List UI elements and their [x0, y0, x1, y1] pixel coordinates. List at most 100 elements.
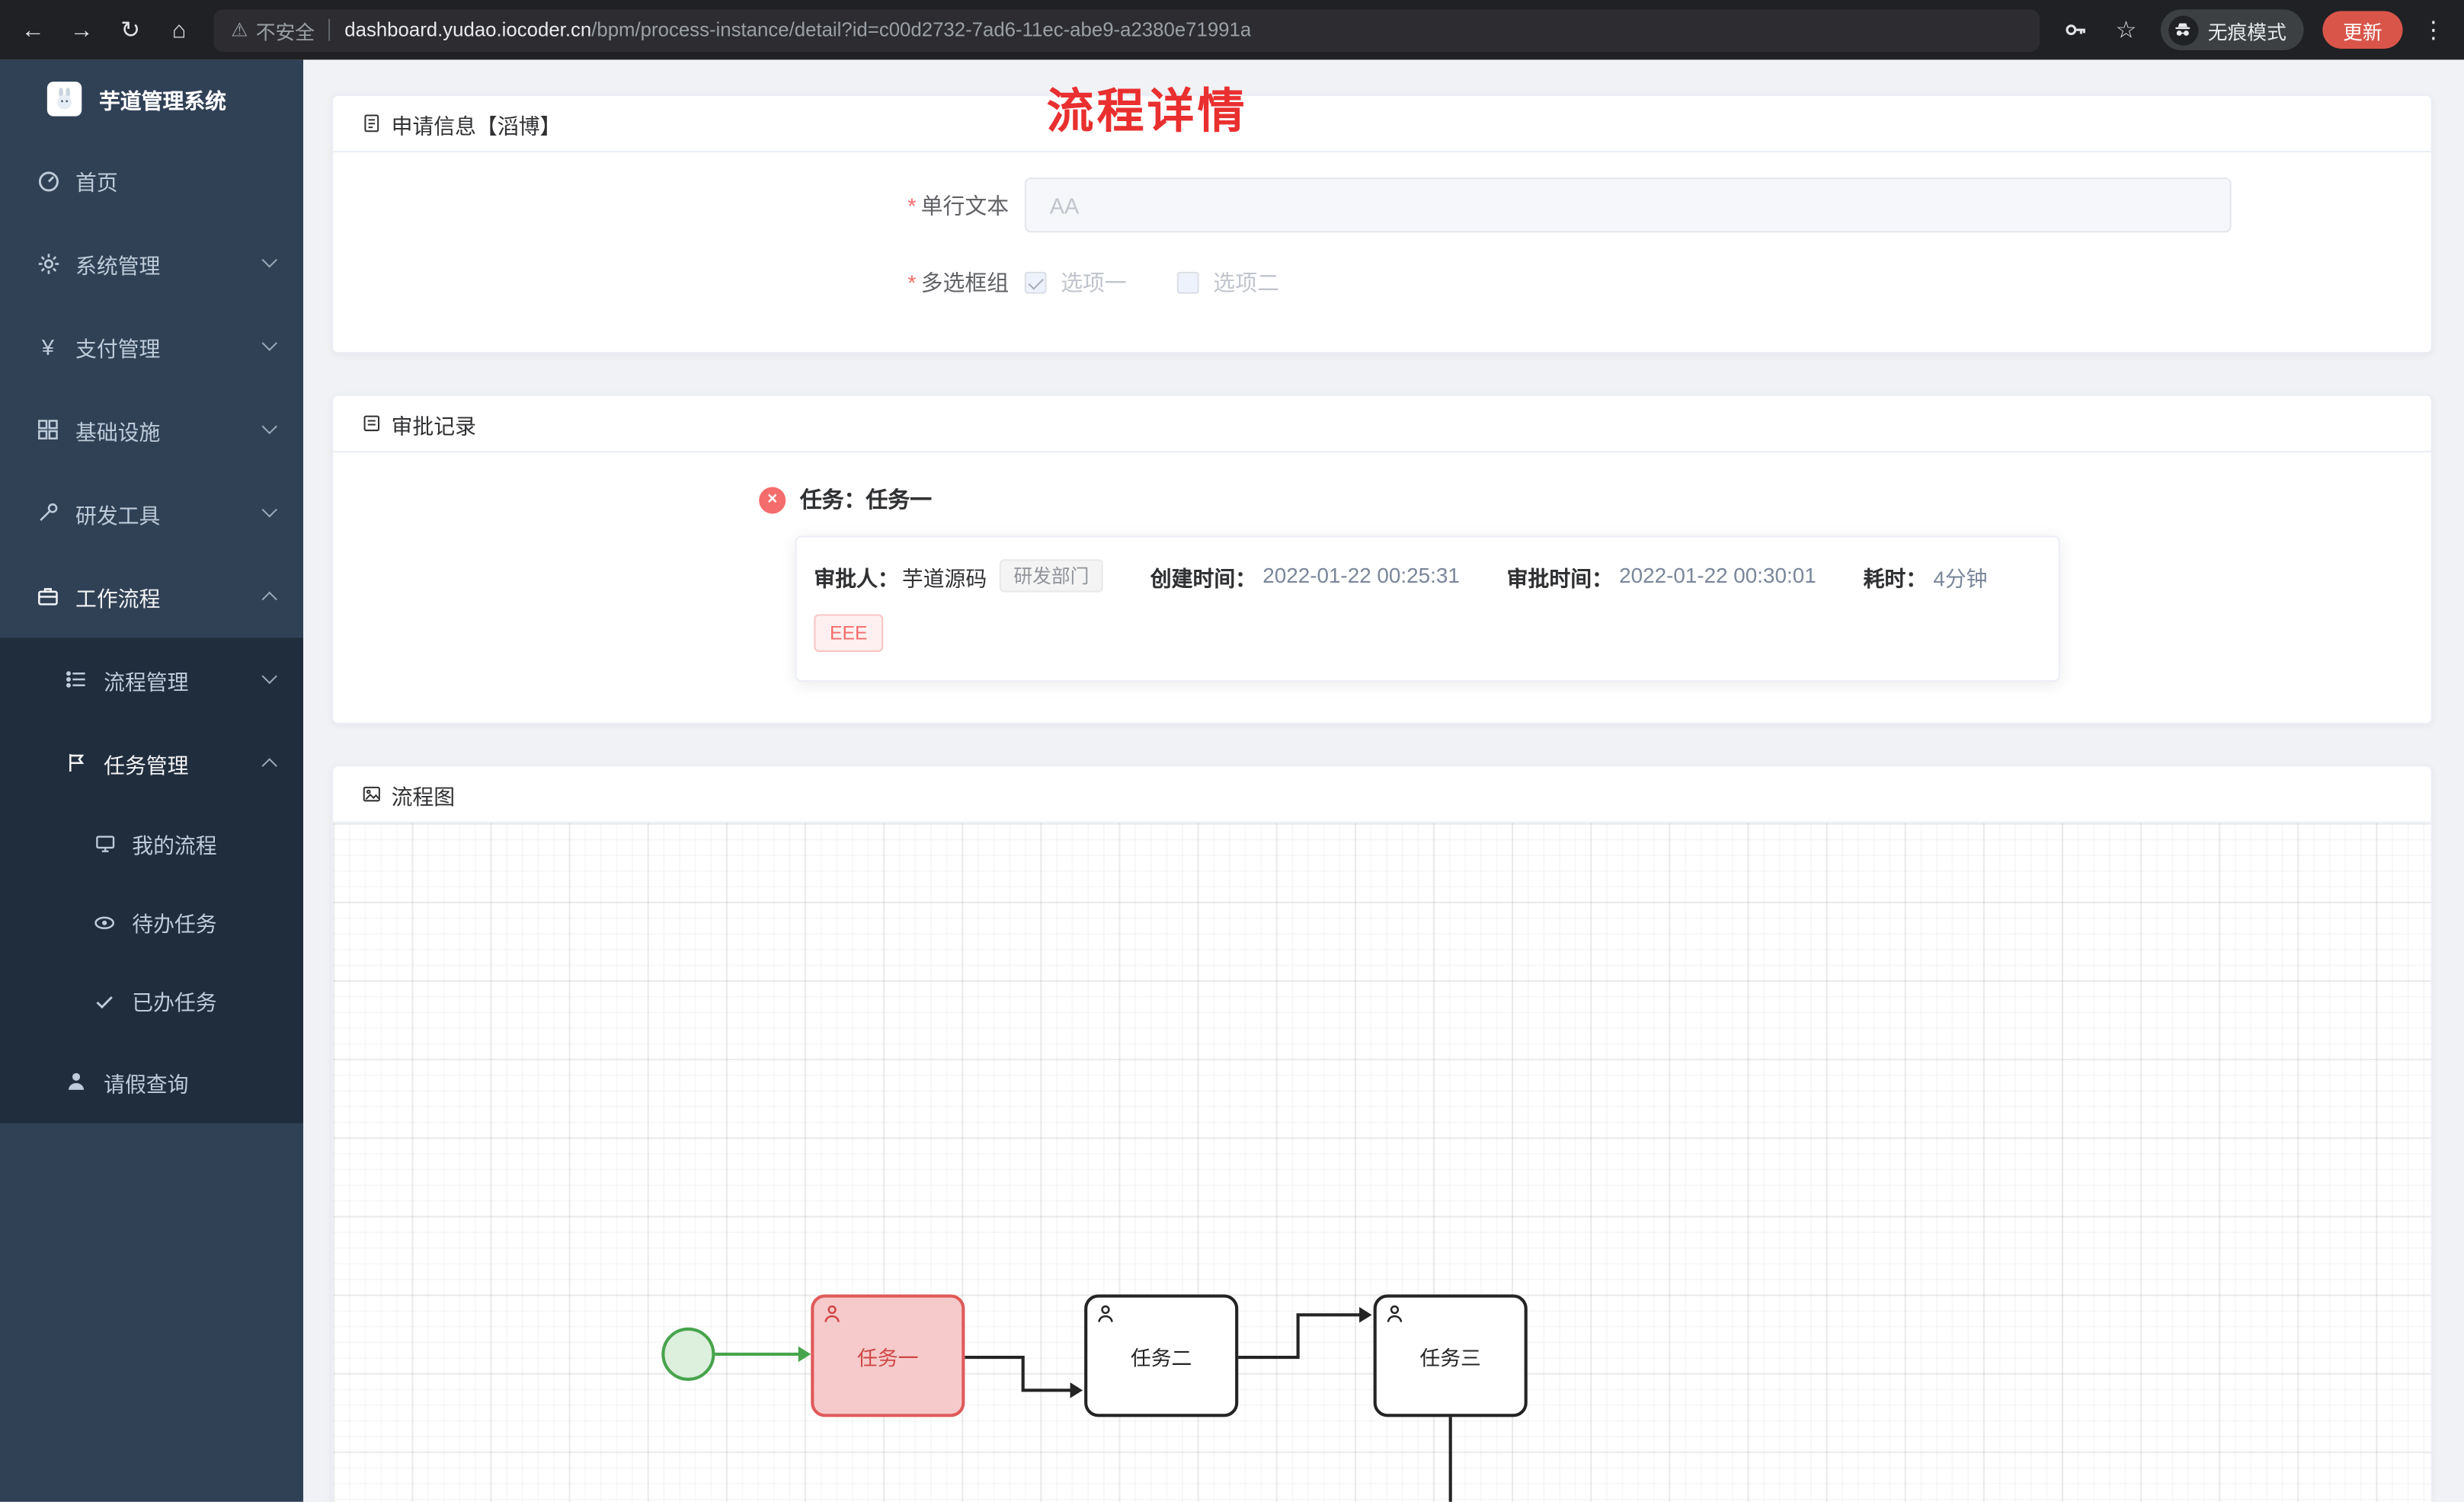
briefcase-icon [34, 584, 61, 608]
task-node-1[interactable]: 任务一 [811, 1294, 965, 1417]
toolbar-right-cluster: ☆ 无痕模式 更新 ⋮ [2060, 9, 2445, 50]
sidebar-item-task-management[interactable]: 任务管理 [0, 721, 303, 804]
url-path: /bpm/process-instance/detail?id=c00d2732… [591, 18, 1252, 41]
record-icon [361, 413, 382, 433]
sidebar-item-devtools[interactable]: 研发工具 [0, 471, 303, 554]
sidebar-item-infrastructure[interactable]: 基础设施 [0, 388, 303, 471]
created-time-item: 创建时间： 2022-01-22 00:25:31 [1150, 560, 1460, 591]
approved-time-item: 审批时间： 2022-01-22 00:30:01 [1507, 560, 1816, 591]
chevron-down-icon [261, 668, 277, 685]
checkbox-group: 选项一 选项二 [1024, 267, 1330, 299]
sidebar-item-label: 支付管理 [75, 337, 161, 361]
incognito-badge[interactable]: 无痕模式 [2160, 9, 2304, 50]
tools-icon [34, 501, 61, 525]
approval-records-card: 审批记录 × 任务：任务一 审批人： 芋道源码 研发部门 [331, 394, 2433, 724]
duration-item: 耗时： 4分钟 [1864, 560, 1988, 591]
sidebar-item-system[interactable]: 系统管理 [0, 222, 303, 305]
app-title: 芋道管理系统 [98, 89, 226, 113]
comment-tag: EEE [814, 614, 884, 652]
user-task-icon [1096, 1304, 1116, 1325]
approved-label: 审批时间： [1506, 566, 1613, 590]
task-node-3[interactable]: 任务三 [1373, 1294, 1528, 1417]
card-title: 流程图 [391, 785, 456, 809]
approver-name: 芋道源码 [901, 566, 987, 590]
process-diagram-card: 流程图 任务一 [331, 765, 2433, 1502]
sidebar-item-label: 系统管理 [75, 254, 161, 278]
created-time: 2022-01-22 00:25:31 [1262, 564, 1460, 588]
incognito-icon [2168, 14, 2199, 45]
security-label[interactable]: 不安全 [255, 21, 315, 43]
forward-button[interactable]: → [69, 16, 94, 43]
sequence-flows [715, 1307, 1452, 1502]
browser-menu-icon[interactable]: ⋮ [2421, 17, 2446, 44]
apply-info-card: 申请信息【滔博】 *单行文本 *多选框组 选项一 [331, 94, 2433, 354]
dashboard-icon [34, 168, 61, 193]
approver-item: 审批人： 芋道源码 研发部门 [814, 559, 1103, 593]
checkbox-option-1[interactable]: 选项一 [1024, 267, 1127, 299]
checkbox-option-2[interactable]: 选项二 [1176, 267, 1279, 299]
grid-icon [34, 418, 61, 442]
task-heading: 任务：任务一 [799, 487, 933, 513]
security-warning-icon: ⚠ [231, 18, 248, 41]
back-button[interactable]: ← [21, 16, 45, 43]
task-label: 任务二 [1130, 1345, 1192, 1369]
task-node-2[interactable]: 任务二 [1084, 1294, 1239, 1417]
sidebar-item-todo-tasks[interactable]: 待办任务 [0, 883, 303, 961]
sidebar-item-label: 已办任务 [132, 991, 217, 1015]
document-icon [361, 113, 382, 134]
task-label: 任务三 [1419, 1345, 1481, 1369]
address-bar[interactable]: ⚠ 不安全 dashboard.yudao.iocoder.cn /bpm/pr… [213, 8, 2040, 52]
sidebar-item-label: 待办任务 [132, 912, 217, 937]
sidebar-item-payment[interactable]: ¥ 支付管理 [0, 305, 303, 388]
checkbox-label: 选项一 [1061, 270, 1127, 296]
sidebar-item-label: 我的流程 [132, 834, 217, 858]
approval-records-body: × 任务：任务一 审批人： 芋道源码 研发部门 创建时间： [333, 452, 2430, 723]
approver-label: 审批人： [814, 566, 899, 590]
arrowhead-icon [1070, 1382, 1083, 1398]
monitor-icon [91, 832, 118, 855]
sidebar-item-label: 研发工具 [75, 503, 161, 527]
sidebar-item-process-management[interactable]: 流程管理 [0, 638, 303, 721]
sidebar-item-home[interactable]: 首页 [0, 139, 303, 222]
created-label: 创建时间： [1150, 566, 1257, 590]
duration-label: 耗时： [1863, 566, 1928, 590]
form-row-text: *单行文本 [333, 177, 2430, 233]
timeline-task-row: × 任务：任务一 [759, 484, 2399, 515]
chevron-down-icon [261, 335, 277, 351]
app-logo-row[interactable]: 芋道管理系统 [0, 59, 303, 138]
browser-toolbar: ← → ↻ ⌂ ⚠ 不安全 dashboard.yudao.iocoder.cn… [0, 0, 2464, 60]
rejected-close-icon: × [759, 486, 786, 513]
home-button[interactable]: ⌂ [171, 16, 187, 43]
sidebar-item-done-tasks[interactable]: 已办任务 [0, 961, 303, 1040]
bookmark-star-icon[interactable]: ☆ [2115, 17, 2137, 44]
sidebar-item-label: 基础设施 [75, 420, 161, 444]
page-title: 流程详情 [1046, 86, 1248, 139]
start-event-node[interactable] [661, 1327, 715, 1381]
sidebar-item-workflow[interactable]: 工作流程 [0, 554, 303, 638]
sidebar-item-label: 工作流程 [75, 586, 161, 611]
field-label: *单行文本 [907, 192, 1010, 218]
checkbox-unchecked-icon[interactable] [1176, 271, 1199, 294]
key-icon[interactable] [2060, 18, 2091, 43]
update-button[interactable]: 更新 [2322, 11, 2403, 49]
single-line-text-input[interactable] [1024, 177, 2232, 233]
yen-icon: ¥ [41, 334, 54, 360]
check-icon [91, 989, 118, 1012]
sidebar-item-label: 任务管理 [104, 753, 189, 777]
sidebar-item-label: 流程管理 [104, 670, 189, 694]
required-asterisk: * [907, 192, 917, 218]
gear-icon [34, 251, 61, 276]
process-diagram-card-header: 流程图 [333, 767, 2431, 823]
checkbox-checked-icon[interactable] [1024, 271, 1047, 294]
sidebar-item-my-processes[interactable]: 我的流程 [0, 804, 303, 883]
reload-button[interactable]: ↻ [120, 17, 141, 44]
sidebar-item-label: 首页 [75, 170, 118, 194]
bpmn-canvas[interactable]: 任务一 任务二 任务三 [333, 823, 2431, 1502]
card-title: 审批记录 [391, 414, 476, 438]
image-icon [361, 784, 382, 804]
sidebar-item-label: 请假查询 [104, 1072, 189, 1096]
sidebar-item-leave-query[interactable]: 请假查询 [0, 1040, 303, 1123]
url-divider [328, 18, 331, 41]
url-host: dashboard.yudao.iocoder.cn [344, 18, 592, 41]
